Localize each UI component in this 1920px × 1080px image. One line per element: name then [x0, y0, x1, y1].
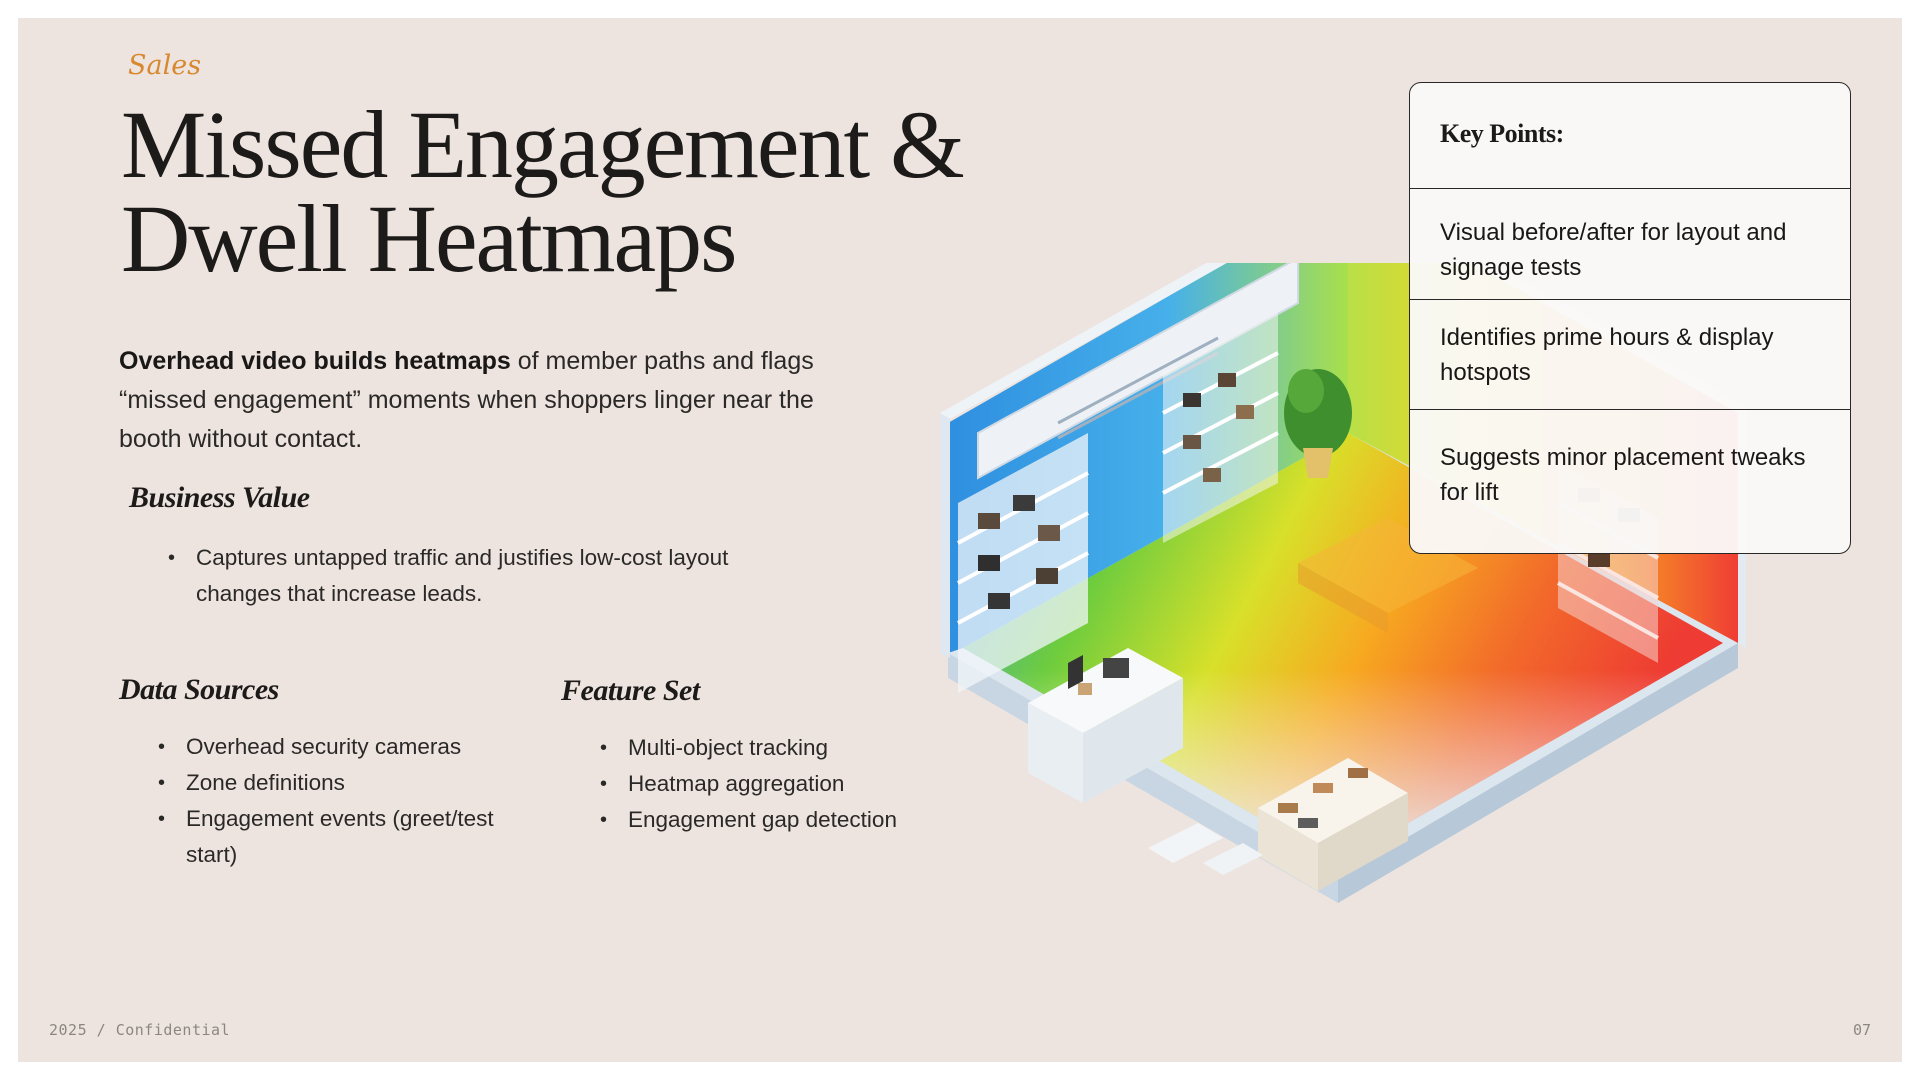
- title-line-1: Missed Engagement &: [121, 91, 965, 198]
- key-points-heading: Key Points:: [1410, 83, 1850, 189]
- list-item: Zone definitions: [158, 765, 528, 801]
- section-eyebrow: Sales: [128, 50, 202, 81]
- checkout-counter: [1028, 648, 1183, 803]
- feature-set-heading: Feature Set: [561, 674, 700, 707]
- list-item: Captures untapped traffic and justifies …: [168, 540, 788, 612]
- lead-text: of member paths and flags “missed engage…: [119, 347, 814, 453]
- lead-bold: Overhead video builds heatmaps: [119, 347, 511, 375]
- left-shelf: [957, 433, 1089, 693]
- list-item: Overhead security cameras: [158, 729, 528, 765]
- data-sources-heading: Data Sources: [119, 673, 279, 706]
- key-point-item: Suggests minor placement tweaks for lift: [1440, 444, 1806, 506]
- center-display: [1298, 518, 1478, 633]
- list-item: Engagement gap detection: [600, 802, 960, 838]
- footer-confidential: 2025 / Confidential: [49, 1021, 231, 1039]
- list-item: Heatmap aggregation: [600, 766, 960, 802]
- key-points-panel: Key Points: Visual before/after for layo…: [1409, 82, 1851, 554]
- list-item: Multi-object tracking: [600, 730, 960, 766]
- entry-chairs: [1148, 823, 1263, 875]
- business-value-list: Captures untapped traffic and justifies …: [168, 540, 788, 612]
- wall-banner: [977, 263, 1299, 480]
- slide: Sales Missed Engagement & Dwell Heatmaps…: [18, 18, 1902, 1062]
- list-item: Engagement events (greet/test start): [158, 801, 528, 873]
- page-title: Missed Engagement & Dwell Heatmaps: [121, 91, 981, 292]
- back-shelf: [1162, 313, 1279, 543]
- business-value-heading: Business Value: [129, 481, 310, 514]
- plant: [1284, 369, 1352, 478]
- page-number: 07: [1852, 1021, 1871, 1039]
- title-line-2: Dwell Heatmaps: [121, 185, 737, 292]
- key-point-item: Visual before/after for layout and signa…: [1410, 189, 1850, 300]
- lead-paragraph: Overhead video builds heatmaps of member…: [119, 342, 839, 459]
- key-point-item: Identifies prime hours & display hotspot…: [1410, 300, 1850, 410]
- front-table: [1258, 758, 1408, 891]
- feature-set-list: Multi-object tracking Heatmap aggregatio…: [600, 730, 960, 838]
- data-sources-list: Overhead security cameras Zone definitio…: [158, 729, 528, 873]
